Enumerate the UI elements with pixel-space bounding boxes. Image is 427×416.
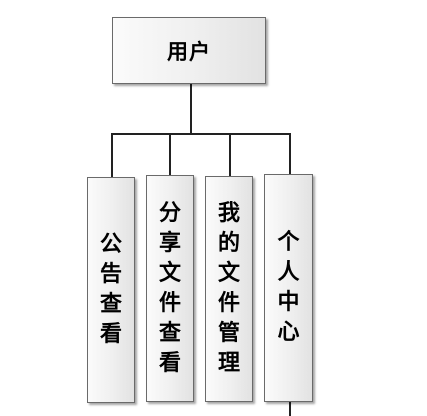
root-stem-connector: [190, 84, 192, 134]
child-node-my-file-management: 我的文件管理: [205, 176, 253, 402]
branch-connector-2: [169, 133, 171, 175]
branch-connector-4: [289, 133, 291, 174]
child-node-personal-center: 个人中心: [264, 174, 313, 402]
root-node-user: 用户: [112, 17, 266, 84]
child-node-announcement-view: 公告查看: [87, 177, 135, 403]
child-node-label: 个人中心: [277, 230, 300, 345]
branch-connector-1: [111, 133, 113, 177]
continuation-connector: [289, 402, 291, 416]
child-node-label: 我的文件管理: [217, 201, 240, 376]
child-node-label: 公告查看: [99, 232, 122, 347]
horizontal-bus-connector: [111, 133, 291, 135]
child-node-label: 分享文件查看: [158, 200, 181, 376]
branch-connector-3: [229, 133, 231, 176]
root-node-label: 用户: [167, 39, 211, 64]
child-node-shared-file-view: 分享文件查看: [146, 175, 194, 402]
